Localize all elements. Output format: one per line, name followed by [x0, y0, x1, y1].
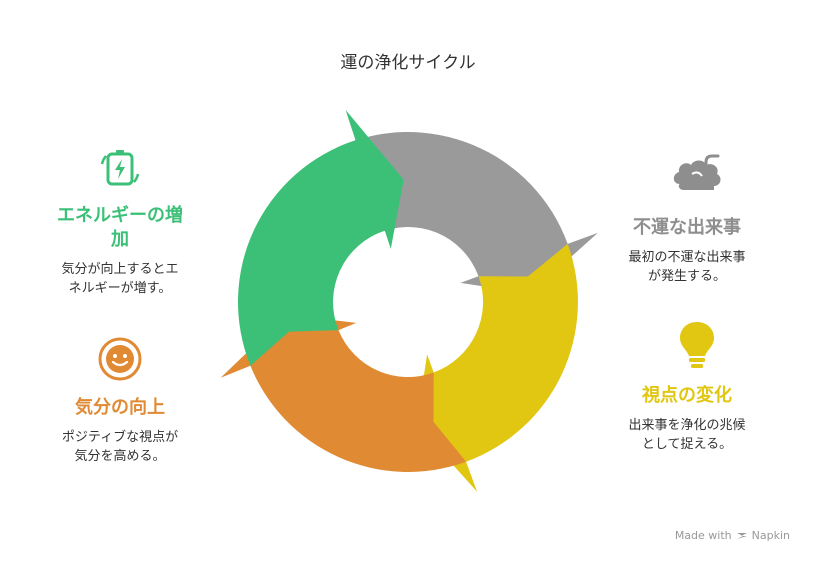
- stage-energy-title: エネルギーの増 加: [40, 204, 200, 252]
- watermark-brand: Napkin: [751, 529, 790, 542]
- stage-perspective: 視点の変化 出来事を浄化の兆候 として捉える。: [612, 384, 762, 454]
- cycle-arrow-bad: [336, 132, 598, 294]
- page-title: 運の浄化サイクル: [340, 53, 476, 73]
- stage-bad-event-desc-line2: が発生する。: [647, 269, 726, 284]
- stage-mood-desc-line1: ポジティブな視点が: [61, 430, 179, 445]
- stage-perspective-title: 視点の変化: [642, 385, 732, 406]
- cycle-arrow-mood: [220, 314, 467, 472]
- napkin-logo-icon: [736, 532, 747, 539]
- cycle-arrow-view: [416, 243, 578, 492]
- battery-charging-icon: [100, 150, 140, 186]
- stage-perspective-desc: 出来事を浄化の兆候 として捉える。: [612, 416, 762, 454]
- lightbulb-icon: [680, 322, 714, 368]
- stage-bad-event-title: 不運な出来事: [633, 217, 741, 238]
- smile-icon: [98, 337, 142, 381]
- stage-energy-desc: 気分が向上するとエ ネルギーが増す。: [40, 260, 200, 298]
- stage-bad-event: 不運な出来事 最初の不運な出来事 が発生する。: [612, 216, 762, 286]
- watermark: Made with Napkin: [675, 529, 790, 542]
- stage-perspective-desc-line2: として捉える。: [641, 437, 733, 452]
- watermark-made-with: Made with: [674, 529, 732, 542]
- stage-energy-desc-line1: 気分が向上するとエ: [61, 262, 179, 277]
- cycle-arrow-energy: [238, 109, 404, 366]
- stage-mood-desc-line2: 気分を高める。: [74, 449, 166, 464]
- stage-bad-event-desc-line1: 最初の不運な出来事: [628, 250, 746, 265]
- stage-bad-event-desc: 最初の不運な出来事 が発生する。: [612, 248, 762, 286]
- stage-energy-title-line2: 加: [111, 229, 129, 250]
- stage-energy-title-line1: エネルギーの増: [57, 205, 183, 226]
- stage-mood-desc: ポジティブな視点が 気分を高める。: [40, 428, 200, 466]
- stage-energy-desc-line2: ネルギーが増す。: [68, 281, 172, 296]
- stage-mood: 気分の向上 ポジティブな視点が 気分を高める。: [40, 396, 200, 466]
- stage-energy: エネルギーの増 加 気分が向上するとエ ネルギーが増す。: [40, 204, 200, 298]
- stage-mood-title: 気分の向上: [75, 397, 165, 418]
- brain-icon: [673, 154, 721, 190]
- stage-perspective-desc-line1: 出来事を浄化の兆候: [628, 418, 746, 433]
